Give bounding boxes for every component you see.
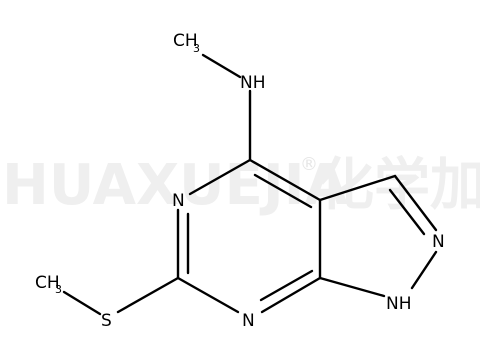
atom-labels: CH 3 NH N N NH N S CH 3 — [35, 31, 445, 331]
label-nh-pyrazole: NH — [386, 294, 412, 314]
label-ch3-top: CH — [173, 31, 198, 51]
bond-c3-n2-double — [388, 188, 426, 236]
watermark: HUAXUEJIA ® 化学加 — [2, 153, 480, 218]
label-ch3-left-subscript: 3 — [55, 283, 62, 296]
bond-n1-c7a-double — [259, 269, 314, 302]
label-ch3-left: CH — [35, 273, 60, 293]
bond-c3a-c4-double — [253, 173, 313, 209]
label-n-bottom: N — [242, 311, 255, 331]
bond-n2-nh — [410, 250, 438, 290]
label-n-pyrazole: N — [432, 232, 445, 252]
bond-c3a-c3 — [318, 174, 397, 202]
bonds — [62, 53, 438, 316]
bond-c4-n3 — [188, 158, 252, 196]
watermark-registered-mark: ® — [300, 154, 318, 175]
bond-nh-c7a — [318, 276, 386, 298]
bond-c2-s — [116, 276, 180, 314]
watermark-text: HUAXUEJIA — [2, 153, 349, 218]
label-sulfur: S — [101, 311, 112, 331]
label-n-left: N — [172, 191, 185, 211]
label-ch3-top-subscript: 3 — [193, 42, 200, 55]
bond-c2-n1 — [176, 276, 240, 314]
bond-ch3-nh — [201, 53, 242, 79]
bond-c3a-c4 — [248, 158, 322, 202]
watermark-cn-text: 化学加 — [318, 153, 480, 218]
bond-s-ch3 — [62, 290, 102, 316]
label-nh-amine: NH — [240, 73, 266, 93]
bond-n1-c7a — [260, 276, 322, 314]
bond-c3-n2 — [393, 174, 438, 232]
